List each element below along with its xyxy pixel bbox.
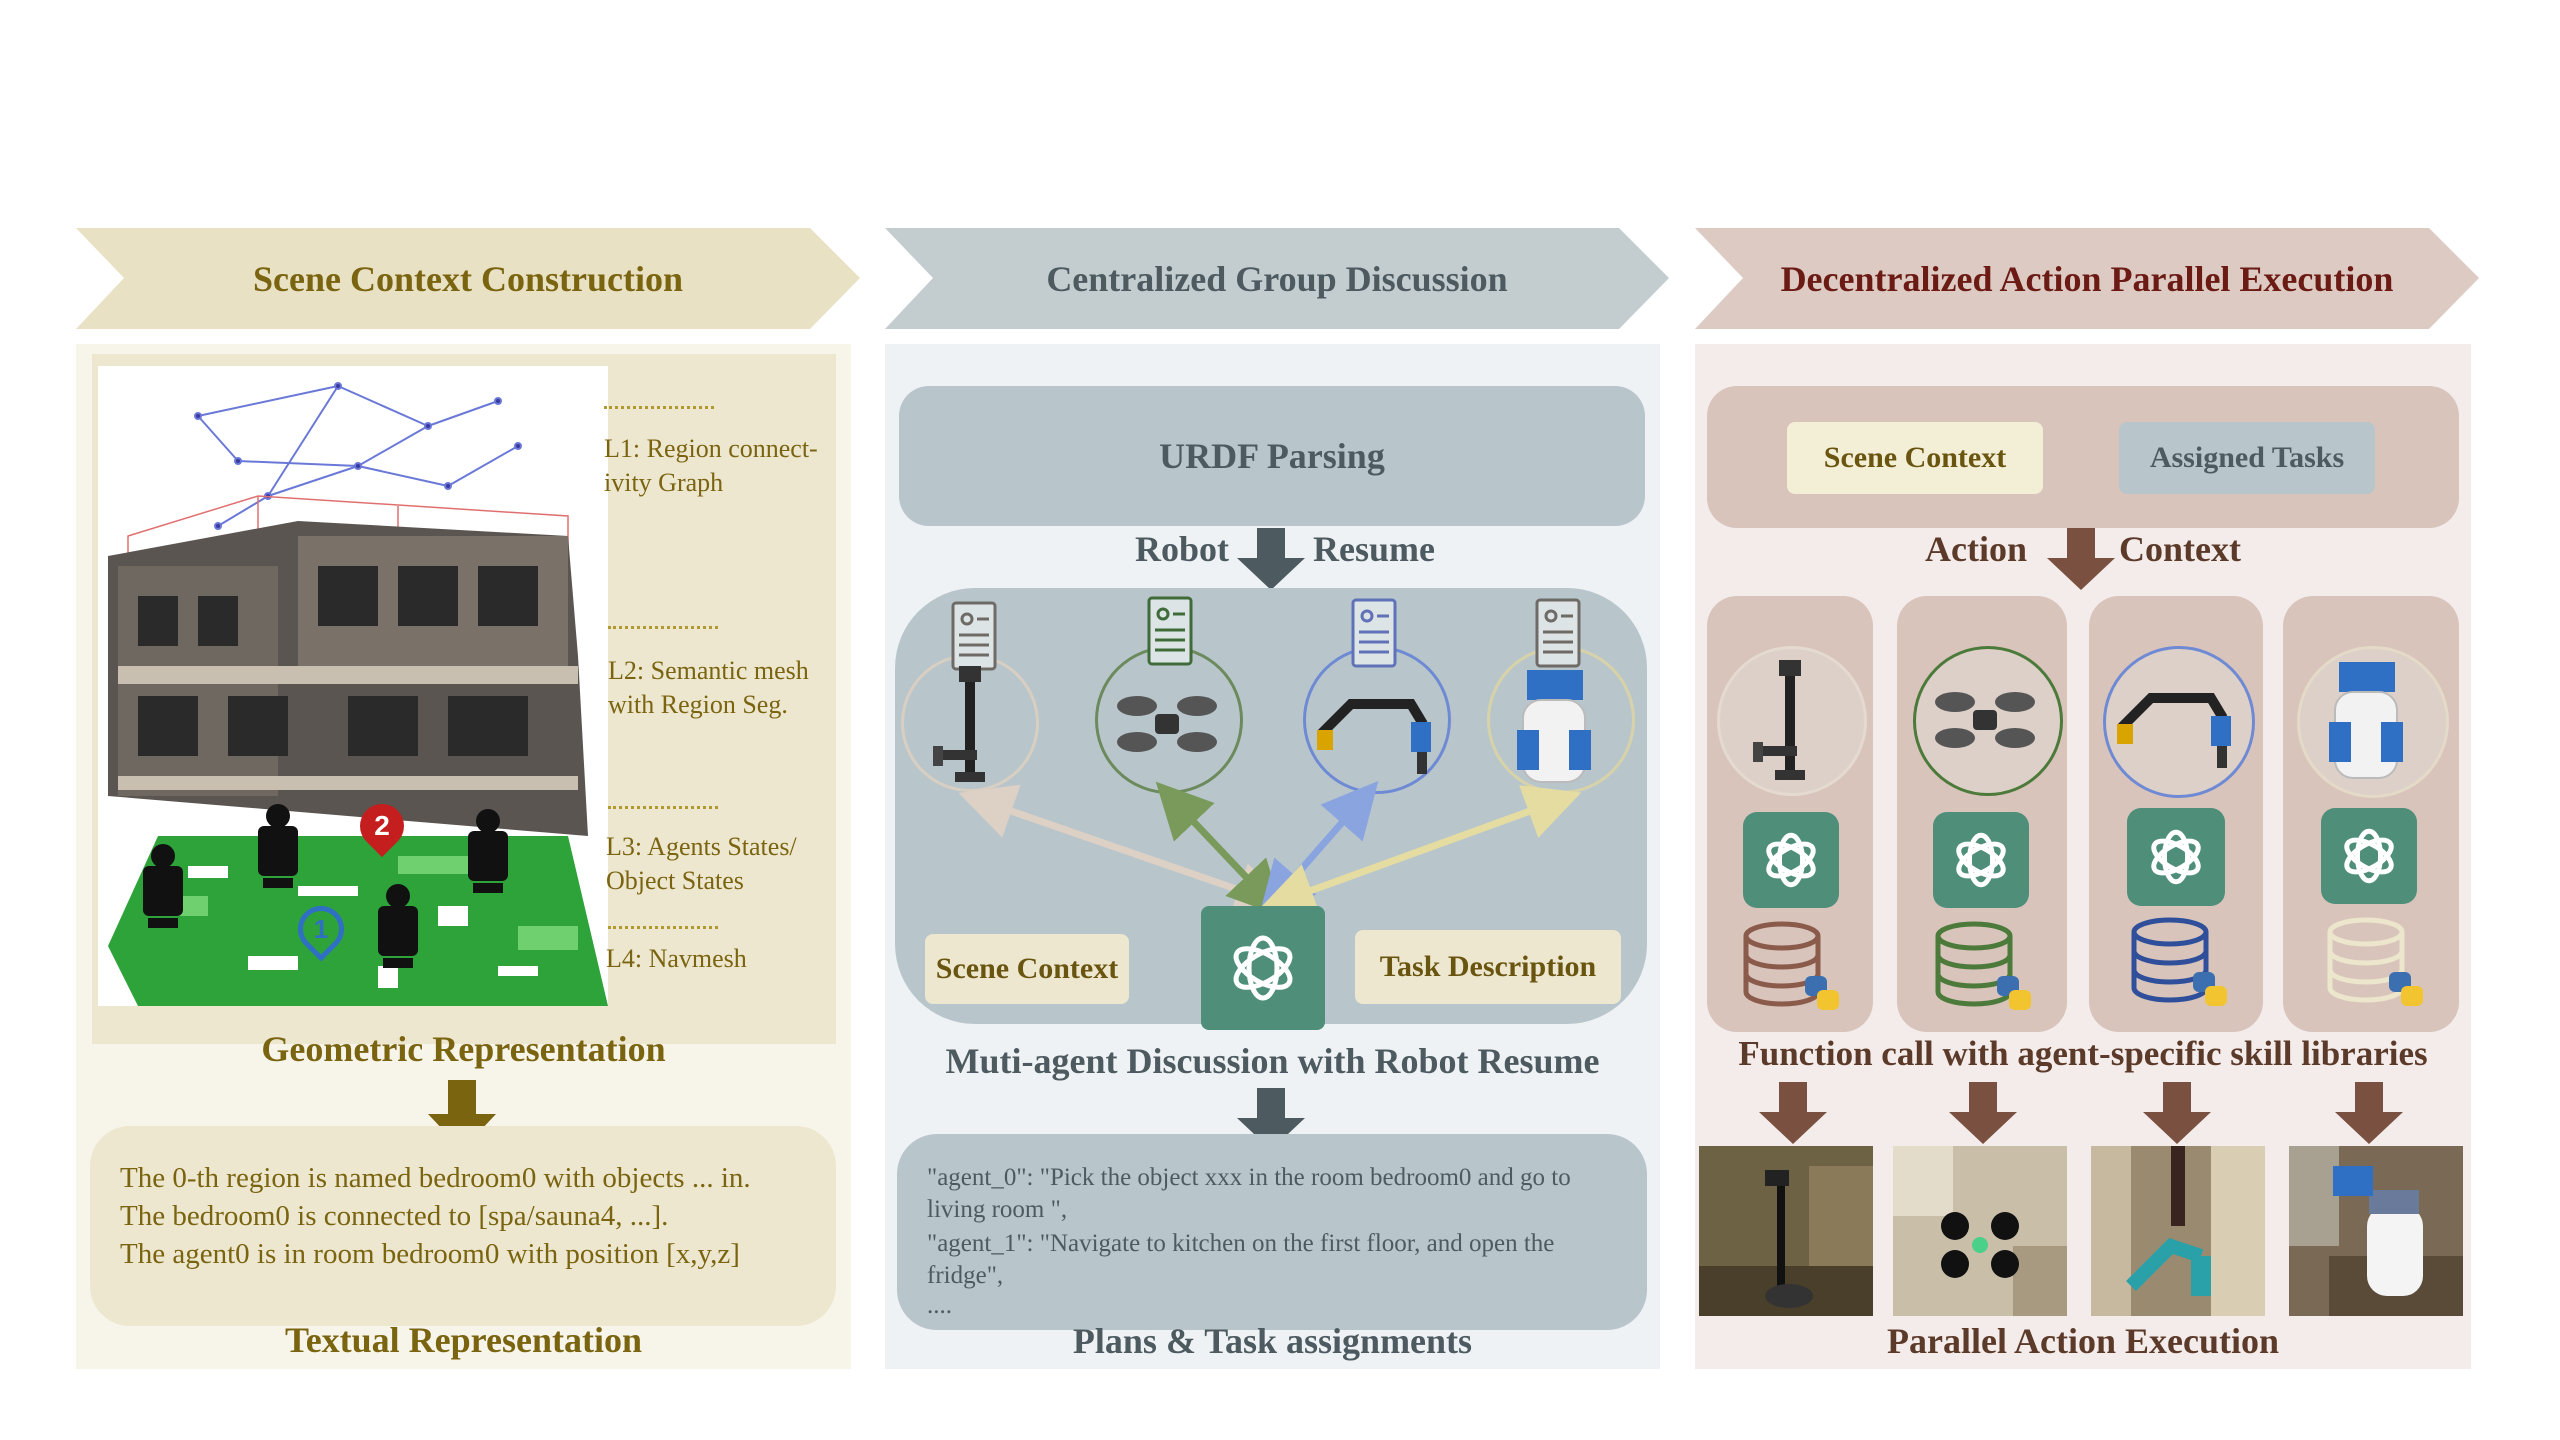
text-line-2: The bedroom0 is connected to [spa/sauna4… <box>120 1200 669 1232</box>
parallel-action-title: Parallel Action Execution <box>1887 1321 2279 1361</box>
quadrotor-icon <box>1117 696 1217 752</box>
scene-visualization: 2 1 <box>98 366 608 1006</box>
level-4-label: L4: Navmesh <box>606 944 747 973</box>
execution-scene-agent-4 <box>2289 1146 2463 1316</box>
task-description-tag: Task Description <box>1355 930 1621 1004</box>
agent-2-skill-library-icon <box>1935 921 2031 1010</box>
plans-box: "agent_0": "Pick the object xxx in the r… <box>897 1134 1647 1330</box>
execution-panel: Scene Context Assigned Tasks Action Cont… <box>1695 344 2471 1369</box>
plan-line-1: "agent_0": "Pick the object xxx in the r… <box>927 1164 1571 1191</box>
scene-panel: 2 1 L1: Region connect-ivity Graph L2: S… <box>76 344 851 1369</box>
banner-arrow-shape <box>1695 228 2479 329</box>
agent-3-skill-library-icon <box>2131 917 2227 1006</box>
plan-line-2: living room ", <box>927 1196 1068 1223</box>
level-2-leader <box>608 626 718 629</box>
agent-2-llm-icon <box>1933 812 2029 908</box>
service-robot-icon <box>2329 662 2403 779</box>
plan-line-4: fridge", <box>927 1262 1004 1289</box>
urdf-parsing-label: URDF Parsing <box>1159 436 1385 476</box>
resume-doc-icon <box>1535 598 1581 668</box>
agent-4-llm-icon <box>2321 808 2417 904</box>
mobile-manipulator-icon <box>1753 660 1805 780</box>
agent-1-skill-library-icon <box>1743 921 1839 1010</box>
geometric-representation-title: Geometric Representation <box>261 1029 666 1069</box>
banner-group-discussion: Centralized Group Discussion <box>885 228 1669 329</box>
agent-1-llm-icon <box>1743 812 1839 908</box>
down-arrow-icon <box>428 1080 496 1150</box>
banner-scene-title: Scene Context Construction <box>253 258 683 299</box>
location-marker-1-label: 1 <box>313 914 329 944</box>
robot-word: Robot <box>1135 529 1230 569</box>
agent-3-llm-icon <box>2127 808 2225 906</box>
down-arrow-icon <box>2047 528 2115 590</box>
execution-scene-agent-3 <box>2091 1146 2265 1316</box>
discussion-arrows <box>958 780 1582 919</box>
function-call-title: Function call with agent-specific skill … <box>1738 1034 2428 1073</box>
down-arrow-icon <box>2335 1082 2403 1144</box>
textual-representation-box: The 0-th region is named bedroom0 with o… <box>90 1126 836 1326</box>
assigned-tasks-tag: Assigned Tasks <box>2119 422 2375 494</box>
scene-context-tag: Scene Context <box>1787 422 2043 494</box>
context-box: Scene Context Assigned Tasks <box>1707 386 2459 528</box>
down-arrow-icon <box>1759 1082 1827 1144</box>
level-1-leader <box>604 406 714 409</box>
banner-arrow-shape <box>76 228 860 329</box>
resume-doc-icon <box>951 601 997 671</box>
scene-3d-picture <box>108 382 608 1006</box>
execution-scene-agent-1 <box>1699 1146 1873 1316</box>
banner-scene-context: Scene Context Construction <box>76 228 860 329</box>
plan-line-3: "agent_1": "Navigate to kitchen on the f… <box>927 1230 1555 1257</box>
down-arrow-icon <box>2143 1082 2211 1144</box>
banner-arrow-shape <box>885 228 1669 329</box>
level-3-leader <box>608 806 718 809</box>
banner-execution-title: Decentralized Action Parallel Execution <box>1780 258 2394 299</box>
level-2-label: L2: Semantic mesh with Region Seg. <box>608 656 809 719</box>
execution-scene-agent-2 <box>1893 1146 2067 1316</box>
action-word: Action <box>1925 529 2027 569</box>
plans-title: Plans & Task assignments <box>1072 1321 1473 1361</box>
mobile-manipulator-icon <box>933 666 985 782</box>
level-3-label: L3: Agents States/ Object States <box>606 832 797 895</box>
down-arrow-icon <box>1949 1082 2017 1144</box>
location-marker-2-label: 2 <box>374 810 390 841</box>
context-word: Context <box>2119 529 2241 569</box>
multi-agent-discussion-title: Muti-agent Discussion with Robot Resume <box>945 1041 1600 1081</box>
plan-line-5: .... <box>927 1292 952 1319</box>
banner-discussion-title: Centralized Group Discussion <box>1046 258 1508 299</box>
down-arrow-icon <box>1237 528 1305 590</box>
down-arrow-icon <box>1237 1088 1305 1150</box>
llm-planner-icon <box>1201 906 1325 1030</box>
discussion-panel: URDF Parsing Robot Resume Scene Context … <box>885 344 1660 1369</box>
level-4-leader <box>608 926 718 929</box>
robot-arm-icon <box>2117 693 2231 768</box>
service-robot-icon <box>1517 670 1591 783</box>
level-1-label: L1: Region connect-ivity Graph <box>604 434 818 497</box>
robot-arm-icon <box>1317 699 1431 774</box>
text-line-1: The 0-th region is named bedroom0 with o… <box>120 1162 751 1194</box>
text-line-3: The agent0 is in room bedroom0 with posi… <box>120 1238 740 1270</box>
quadrotor-icon <box>1935 692 2035 748</box>
scene-context-tag: Scene Context <box>925 934 1129 1004</box>
urdf-parsing-box: URDF Parsing <box>899 386 1645 526</box>
resume-word: Resume <box>1313 529 1435 569</box>
agent-4-skill-library-icon <box>2327 917 2423 1006</box>
banner-parallel-execution: Decentralized Action Parallel Execution <box>1695 228 2479 329</box>
resume-doc-icon <box>1147 596 1193 666</box>
resume-doc-icon <box>1351 598 1397 668</box>
textual-representation-title: Textual Representation <box>284 1320 642 1360</box>
